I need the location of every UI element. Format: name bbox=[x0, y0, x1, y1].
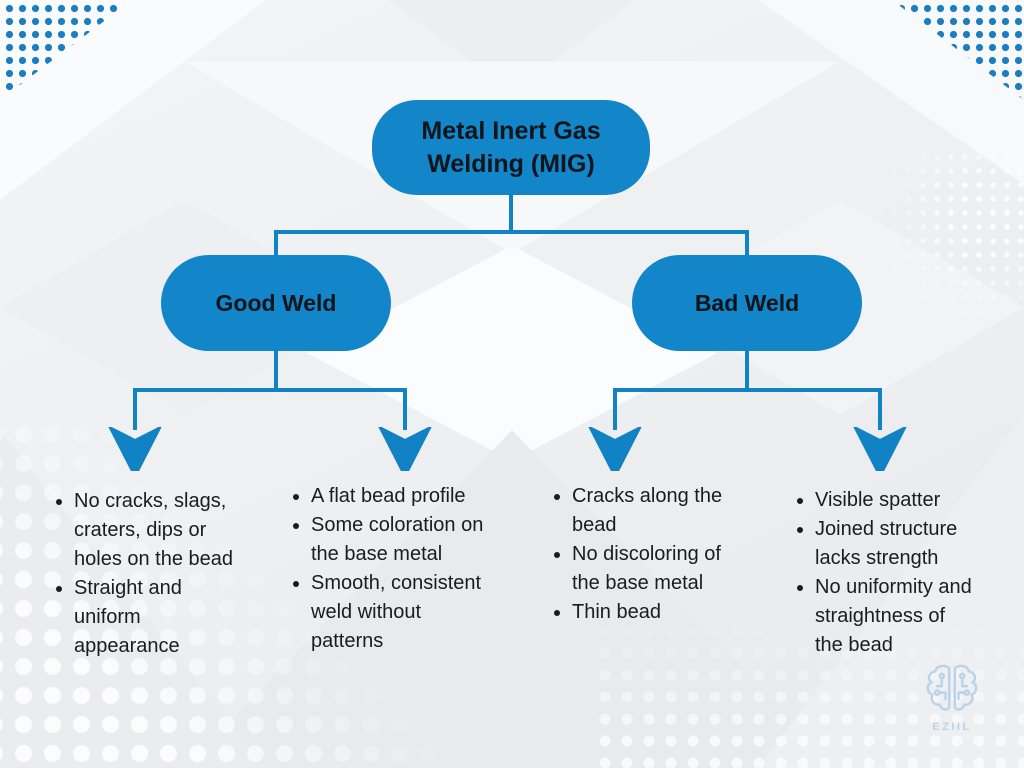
eziil-logo: EZIIL bbox=[912, 662, 992, 733]
connector-bad-stub bbox=[745, 232, 749, 258]
connector-good-hline bbox=[133, 388, 407, 392]
list-item: Some coloration on the base metal bbox=[311, 511, 491, 569]
connector-root-stub bbox=[509, 193, 513, 232]
list-item: Straight and uniform appearance bbox=[74, 574, 246, 661]
list-item: Smooth, consistent weld without patterns bbox=[311, 569, 491, 656]
good-weld-list-1: No cracks, slags, craters, dips or holes… bbox=[48, 487, 246, 661]
list-item: Visible spatter bbox=[815, 486, 973, 515]
bad-weld-label: Bad Weld bbox=[694, 289, 800, 316]
logo-text: EZIIL bbox=[932, 721, 972, 733]
corner-dots-top-left bbox=[0, 0, 132, 100]
connector-bad-hline bbox=[613, 388, 882, 392]
down-arrow-icon bbox=[108, 427, 162, 471]
list-item: Cracks along the bead bbox=[572, 482, 740, 540]
good-weld-label: Good Weld bbox=[215, 289, 337, 316]
root-node-label: Metal Inert Gas Welding (MIG) bbox=[421, 116, 601, 178]
connector-main-hline bbox=[274, 230, 749, 234]
connector-good-down bbox=[274, 349, 278, 391]
list-item: No uniformity and straightness of the be… bbox=[815, 573, 973, 660]
bad-weld-node: Bad Weld bbox=[632, 255, 862, 351]
connector-bad-down bbox=[745, 349, 749, 391]
down-arrow-icon bbox=[378, 427, 432, 471]
good-weld-node: Good Weld bbox=[161, 255, 391, 351]
connector-bad-left bbox=[613, 390, 617, 430]
connector-good-stub bbox=[274, 232, 278, 258]
list-item: No discoloring of the base metal bbox=[572, 540, 740, 598]
bad-weld-list-1: Cracks along the bead No discoloring of … bbox=[546, 482, 740, 627]
corner-dots-top-right bbox=[892, 0, 1024, 100]
root-node: Metal Inert Gas Welding (MIG) bbox=[372, 100, 650, 195]
list-item: Thin bead bbox=[572, 598, 740, 627]
list-item: Joined structure lacks strength bbox=[815, 515, 973, 573]
down-arrow-icon bbox=[588, 427, 642, 471]
connector-bad-right bbox=[878, 390, 882, 430]
dots-texture-right bbox=[874, 150, 1024, 320]
list-item: No cracks, slags, craters, dips or holes… bbox=[74, 487, 246, 574]
list-item: A flat bead profile bbox=[311, 482, 491, 511]
good-weld-list-2: A flat bead profile Some coloration on t… bbox=[285, 482, 491, 656]
brain-circuit-icon bbox=[924, 664, 980, 718]
down-arrow-icon bbox=[853, 427, 907, 471]
connector-good-right bbox=[403, 390, 407, 430]
connector-good-left bbox=[133, 390, 137, 430]
bad-weld-list-2: Visible spatter Joined structure lacks s… bbox=[789, 486, 973, 660]
